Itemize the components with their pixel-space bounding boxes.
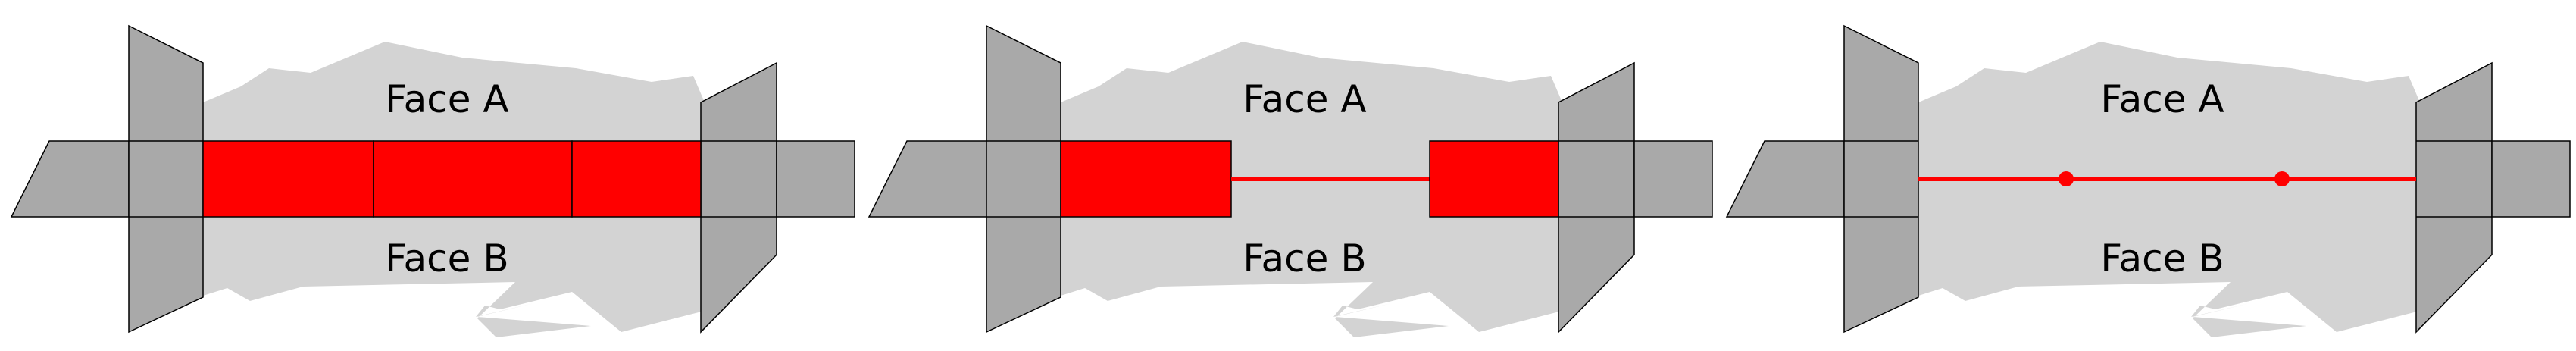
red-face-2 [373, 140, 573, 218]
red-vertex-1 [2059, 171, 2074, 186]
right-outer-strip [776, 140, 855, 218]
left-vertical-strip [986, 24, 1061, 334]
red-face-right [1429, 140, 1559, 218]
right-vertical-strip [1558, 61, 1635, 334]
panel-1: Face A Face B [10, 24, 855, 337]
face-a-label: Face A [1243, 77, 1366, 121]
left-vertical-strip [1843, 24, 1919, 334]
central-face-region [1918, 42, 2420, 337]
left-outer-strip [868, 140, 987, 218]
red-face-1 [202, 140, 374, 218]
face-b-label: Face B [385, 237, 508, 280]
central-face-region [1061, 42, 1562, 337]
red-face-3 [571, 140, 702, 218]
right-vertical-strip [700, 61, 777, 334]
panel-2: Face A Face B [868, 24, 1713, 337]
right-outer-strip [2491, 140, 2571, 218]
face-a-label: Face A [2100, 77, 2224, 121]
left-outer-strip [10, 140, 130, 218]
left-outer-strip [1725, 140, 1845, 218]
face-b-label: Face B [1243, 237, 1366, 280]
panel-3: Face A Face B [1725, 24, 2571, 337]
right-vertical-strip [2415, 61, 2493, 334]
red-vertex-2 [2274, 171, 2290, 186]
face-a-label: Face A [385, 77, 508, 121]
red-face-left [1060, 140, 1232, 218]
face-b-label: Face B [2100, 237, 2224, 280]
right-outer-strip [1633, 140, 1713, 218]
left-vertical-strip [128, 24, 204, 334]
